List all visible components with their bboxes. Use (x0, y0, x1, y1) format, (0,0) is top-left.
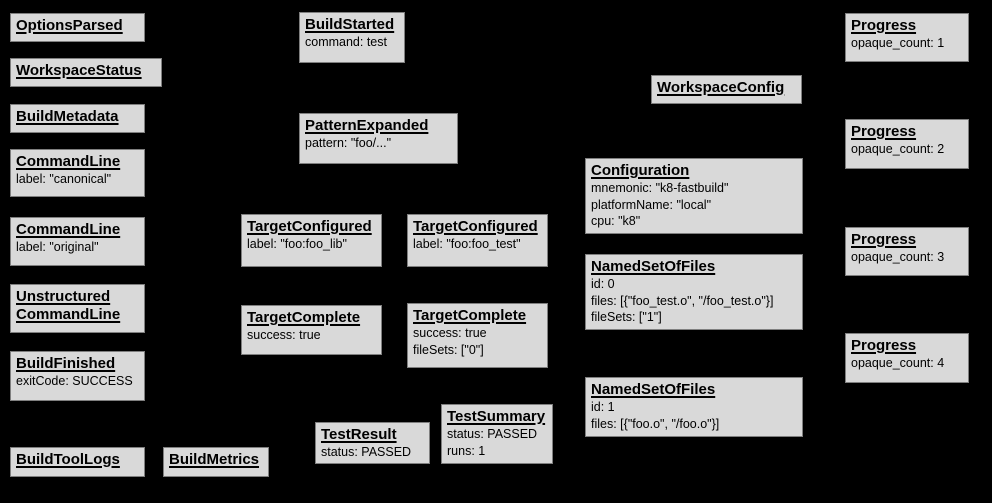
node-field: mnemonic: "k8-fastbuild" (591, 181, 729, 196)
node-title: BuildMetrics (169, 451, 260, 468)
node-field: success: true (247, 328, 321, 343)
node-field: files: [{"foo_test.o", "/foo_test.o"}] (591, 293, 774, 308)
node-workspace-config: WorkspaceConfig (651, 75, 802, 104)
node-title: CommandLine (16, 306, 121, 324)
node-field: pattern: "foo/..." (305, 136, 392, 151)
node-title: TargetComplete (413, 307, 527, 324)
node-title: TargetConfigured (413, 218, 538, 235)
node-title: CommandLine (16, 153, 121, 170)
node-field: exitCode: SUCCESS (16, 374, 133, 389)
node-title: Progress (851, 17, 917, 34)
node-title: BuildStarted (305, 16, 395, 33)
node-options-parsed: OptionsParsed (10, 13, 145, 42)
node-unstructured-command-line: Unstructured CommandLine (10, 284, 145, 333)
node-title: OptionsParsed (16, 17, 123, 34)
node-title: BuildToolLogs (16, 451, 120, 468)
node-field: opaque_count: 4 (851, 356, 945, 371)
node-title: Progress (851, 337, 917, 354)
node-test-summary: TestSummary status: PASSED runs: 1 (441, 404, 553, 464)
node-command-line-original: CommandLine label: "original" (10, 217, 145, 266)
node-title: CommandLine (16, 221, 121, 238)
node-build-tool-logs: BuildToolLogs (10, 447, 145, 477)
node-field: command: test (305, 35, 387, 50)
node-field: label: "foo:foo_test" (413, 237, 521, 252)
node-progress-1: Progress opaque_count: 1 (845, 13, 969, 62)
node-progress-2: Progress opaque_count: 2 (845, 119, 969, 169)
node-pattern-expanded: PatternExpanded pattern: "foo/..." (299, 113, 458, 164)
node-title: Progress (851, 123, 917, 140)
node-field: runs: 1 (447, 443, 486, 458)
node-field: id: 1 (591, 400, 615, 415)
node-title: BuildMetadata (16, 108, 119, 125)
node-title: TargetConfigured (247, 218, 372, 235)
node-field: label: "original" (16, 240, 99, 255)
node-title: PatternExpanded (305, 117, 429, 134)
node-title: NamedSetOfFiles (591, 381, 716, 398)
node-build-metrics: BuildMetrics (163, 447, 269, 477)
node-field: label: "canonical" (16, 172, 112, 187)
node-build-metadata: BuildMetadata (10, 104, 145, 133)
node-title: Unstructured (16, 288, 111, 305)
node-progress-3: Progress opaque_count: 3 (845, 227, 969, 276)
node-title: TestResult (321, 426, 397, 443)
node-named-set-of-files-0: NamedSetOfFiles id: 0 files: [{"foo_test… (585, 254, 803, 330)
node-field: platformName: "local" (591, 197, 712, 212)
node-title: Configuration (591, 162, 690, 179)
node-field: opaque_count: 2 (851, 142, 945, 157)
node-title: BuildFinished (16, 355, 116, 372)
node-field: opaque_count: 1 (851, 36, 945, 51)
node-test-result: TestResult status: PASSED (315, 422, 430, 464)
node-progress-4: Progress opaque_count: 4 (845, 333, 969, 383)
node-title: TargetComplete (247, 309, 361, 326)
node-configuration: Configuration mnemonic: "k8-fastbuild" p… (585, 158, 803, 234)
node-target-configured-foo-lib: TargetConfigured label: "foo:foo_lib" (241, 214, 382, 267)
node-command-line-canonical: CommandLine label: "canonical" (10, 149, 145, 197)
node-target-configured-foo-test: TargetConfigured label: "foo:foo_test" (407, 214, 548, 267)
node-build-started: BuildStarted command: test (299, 12, 405, 63)
node-field: files: [{"foo.o", "/foo.o"}] (591, 416, 720, 431)
node-target-complete-foo-lib: TargetComplete success: true (241, 305, 382, 355)
node-field: success: true (413, 326, 487, 341)
node-title: NamedSetOfFiles (591, 258, 716, 275)
node-field: id: 0 (591, 277, 615, 292)
node-field: fileSets: ["0"] (413, 342, 484, 357)
node-title: WorkspaceStatus (16, 62, 142, 79)
node-title: WorkspaceConfig (657, 79, 785, 96)
node-target-complete-foo-test: TargetComplete success: true fileSets: [… (407, 303, 548, 368)
node-field: label: "foo:foo_lib" (247, 237, 347, 252)
node-field: opaque_count: 3 (851, 250, 945, 265)
node-field: cpu: "k8" (591, 213, 641, 228)
node-title: TestSummary (447, 408, 546, 425)
node-named-set-of-files-1: NamedSetOfFiles id: 1 files: [{"foo.o", … (585, 377, 803, 437)
node-build-finished: BuildFinished exitCode: SUCCESS (10, 351, 145, 401)
node-field: status: PASSED (321, 445, 412, 460)
node-field: fileSets: ["1"] (591, 309, 662, 324)
node-field: status: PASSED (447, 427, 538, 442)
node-title: Progress (851, 231, 917, 248)
node-workspace-status: WorkspaceStatus (10, 58, 162, 87)
